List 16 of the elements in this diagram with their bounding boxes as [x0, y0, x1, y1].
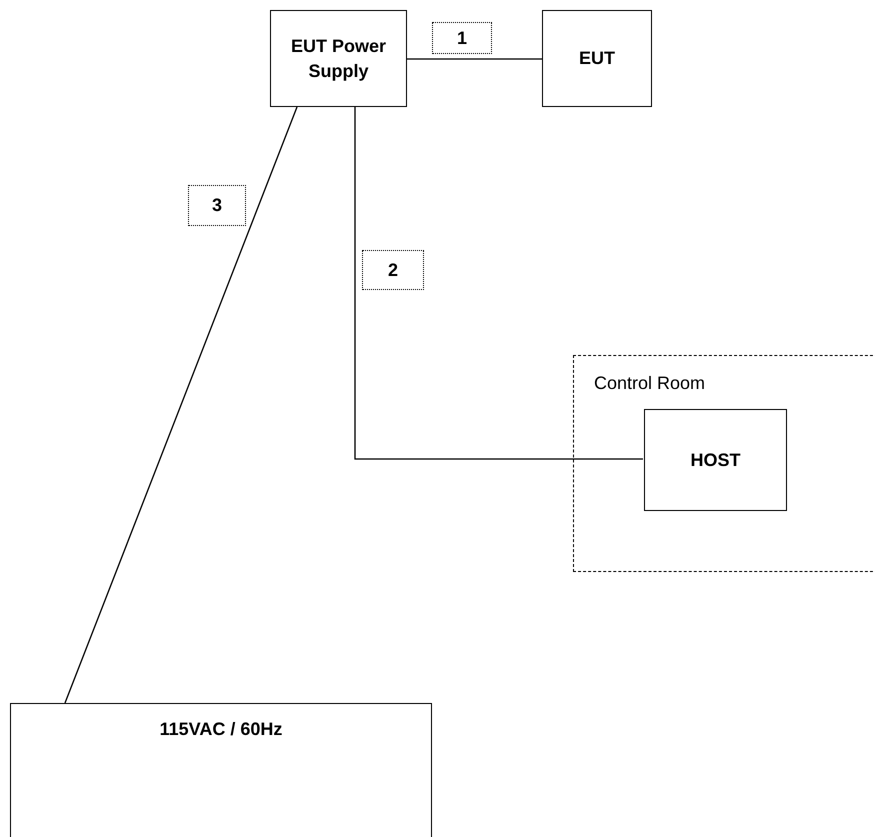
node-label: EUT	[579, 47, 615, 70]
dashed-region	[573, 355, 875, 572]
node-label: HOST	[690, 448, 740, 472]
node-label: 115VAC / 60Hz	[160, 718, 282, 741]
process-box	[270, 10, 407, 107]
cable-line	[407, 58, 542, 60]
cable-line	[354, 107, 643, 460]
node-label: EUT Power Supply	[290, 34, 388, 83]
node-label: Control Room	[594, 372, 706, 395]
process-box	[10, 703, 432, 837]
edge-label: 3	[188, 185, 246, 226]
cable-line	[64, 106, 298, 704]
edge-label: 1	[432, 22, 492, 54]
process-box	[542, 10, 652, 107]
edge-label: 2	[362, 250, 424, 290]
process-box	[644, 409, 787, 511]
